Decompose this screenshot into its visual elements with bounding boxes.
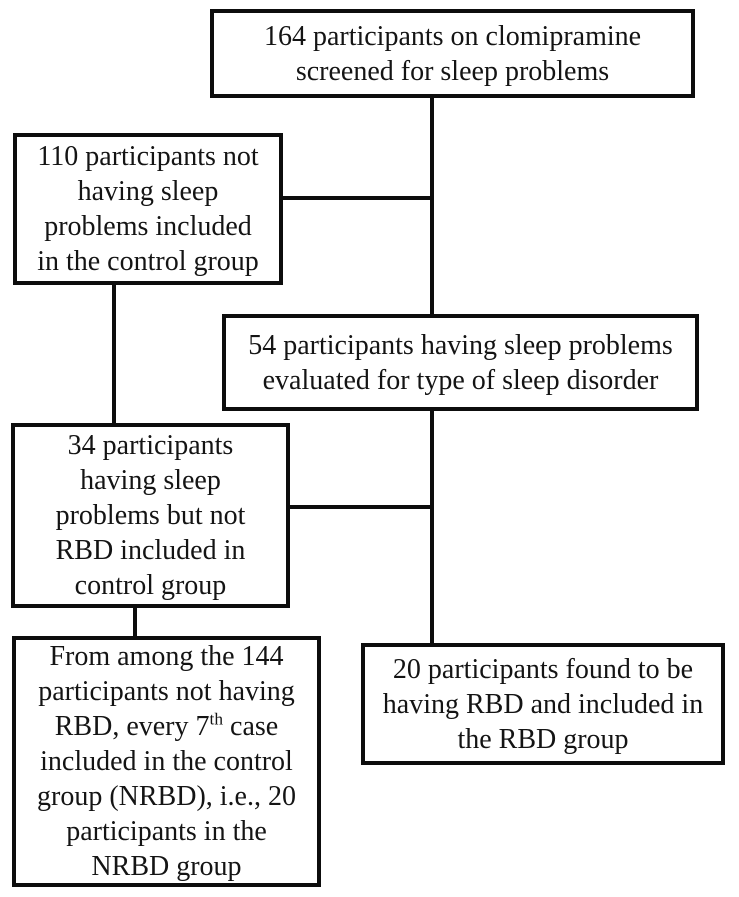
connector-evaluated-to-rbd-group (430, 411, 434, 643)
connector-branch-to-not-rbd-box (290, 505, 434, 509)
connector-screened-to-evaluated (430, 98, 434, 314)
box-control-no-sleep-problems: 110 participants not having sleep proble… (13, 133, 283, 285)
connector-branch-to-control-group (283, 196, 434, 200)
connector-not-rbd-to-nrbd-group (133, 608, 137, 636)
nrbd-text-after-superscript: case included in the control group (NRBD… (37, 711, 296, 882)
box-screened-text: 164 participants on clomipramine screene… (263, 20, 642, 87)
box-control-no-sleep-problems-text: 110 participants not having sleep proble… (37, 141, 259, 277)
box-screened: 164 participants on clomipramine screene… (210, 9, 695, 98)
nrbd-text-before-superscript: From among the 144 participants not havi… (38, 641, 295, 742)
box-not-rbd-control: 34 participants having sleep problems bu… (11, 423, 290, 608)
box-sleep-problems-evaluated-text: 54 participants having sleep problems ev… (248, 329, 673, 396)
box-sleep-problems-evaluated: 54 participants having sleep problems ev… (222, 314, 699, 411)
box-not-rbd-control-text: 34 participants having sleep problems bu… (55, 430, 246, 601)
box-rbd-group: 20 participants found to be having RBD a… (361, 643, 725, 765)
box-rbd-group-text: 20 participants found to be having RBD a… (382, 653, 704, 755)
box-nrbd-group: From among the 144 participants not havi… (12, 636, 321, 887)
ordinal-superscript: th (209, 709, 224, 729)
box-nrbd-group-text: From among the 144 participants not havi… (37, 639, 296, 884)
connector-control-to-not-rbd (112, 285, 116, 423)
